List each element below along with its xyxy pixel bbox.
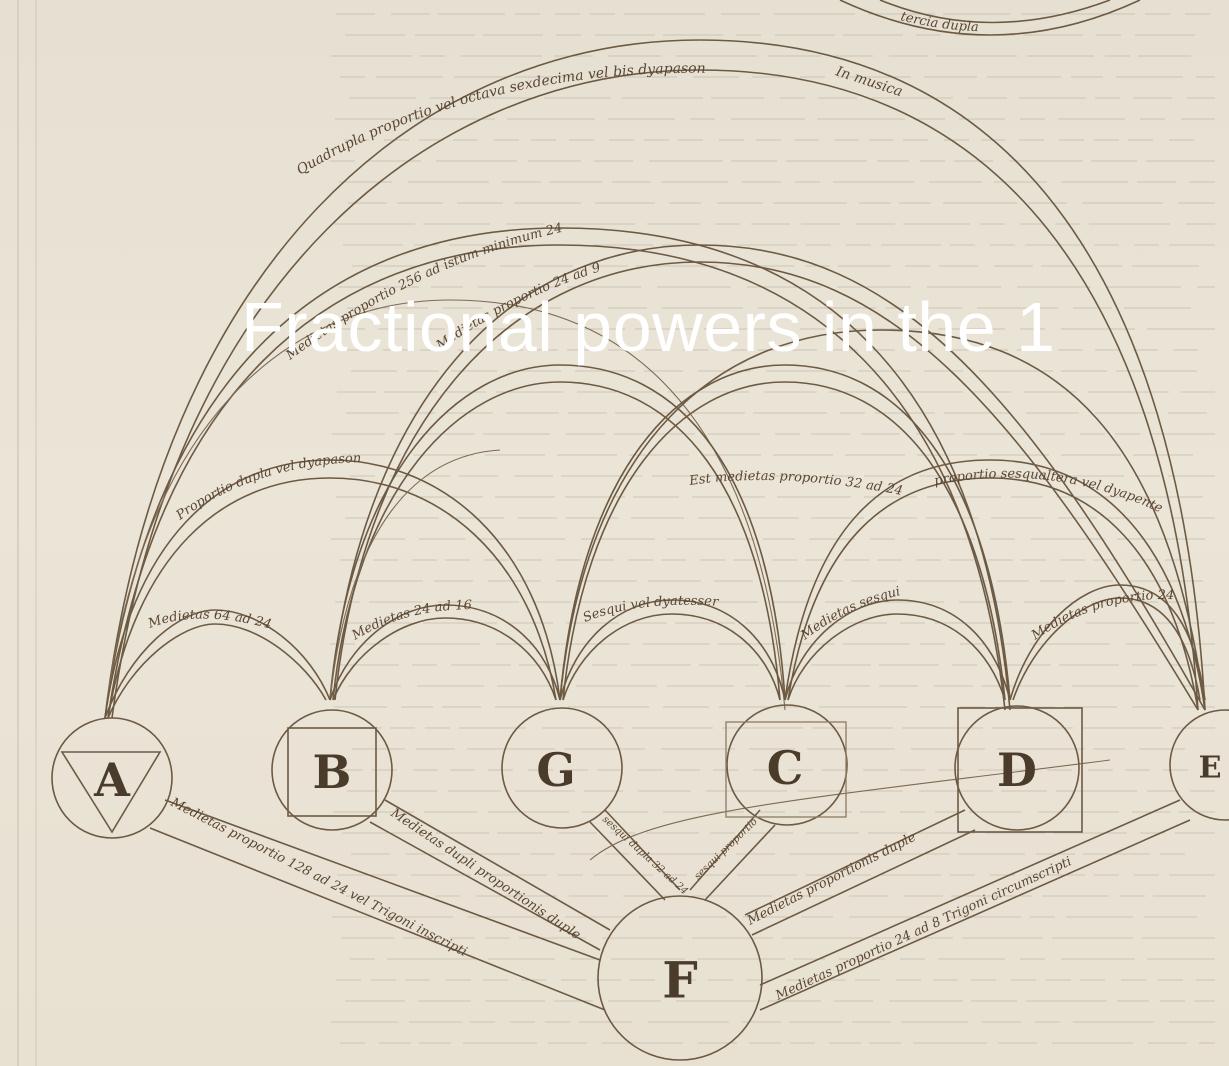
node-letter: C [767, 741, 804, 795]
node-c: C [725, 704, 848, 826]
arc-d-e-small [1009, 584, 1206, 701]
arc-b-c-inner [332, 381, 781, 701]
arc-b-e [329, 244, 1206, 711]
node-letter: B [313, 745, 352, 799]
arc-a-b-small [104, 609, 331, 719]
arc-a-b-small-inner [107, 623, 327, 719]
top-arc [839, 0, 1141, 36]
band-label-e-f: Medietas proportio 24 ad 8 Trigoni circu… [772, 854, 1074, 1004]
arc-b-c [329, 364, 786, 701]
arc-a-g-inner [107, 477, 557, 719]
arc-outer-inner [111, 69, 1199, 719]
node-letter: D [997, 743, 1037, 797]
band-g-f [589, 821, 666, 901]
band-b-f [384, 799, 611, 931]
band-c-f [689, 809, 761, 891]
node-d: D [954, 705, 1083, 833]
square-frame [287, 727, 377, 817]
band-d-f [751, 829, 976, 936]
arc-label-outer-note: In musica [833, 63, 905, 100]
node-b: B [271, 709, 393, 831]
arc-d-e-small-inner [1012, 597, 1201, 701]
arc-label-top-right: tercia dupla [899, 9, 979, 35]
arc-g-c-small [559, 599, 786, 701]
top-arc [879, 0, 1111, 24]
square-frame [725, 721, 847, 818]
arc-g-c-small-inner [562, 613, 781, 701]
node-circle [954, 705, 1080, 831]
node-e: E [1169, 709, 1229, 821]
node-letter: G [536, 743, 575, 797]
arc-a-d [104, 227, 1011, 719]
node-letter: E [1199, 751, 1222, 786]
node-f: F [597, 895, 763, 1061]
arc-c-e [784, 459, 1206, 711]
band-label-g-f: sesqui dupla 32 ad 24 [600, 814, 690, 897]
arc-a-d-inner [107, 244, 1006, 719]
arc-c-d-small [784, 599, 1011, 701]
band-c-f [704, 824, 776, 901]
band-label-a-f: Medietas proportio 128 ad 24 vel Trigoni… [167, 795, 469, 960]
arc-label-ab-small: Medietas 64 ad 24 [145, 607, 273, 632]
arc-g-d-inner [562, 381, 1006, 701]
arc-fragment [329, 449, 501, 701]
square-frame [957, 707, 1083, 833]
arc-b-e-inner [334, 261, 1199, 711]
band-label-c-f: sesqui proportio [692, 816, 759, 882]
arc-c-d-small-inner [787, 613, 1006, 701]
arc-c-e-inner [787, 477, 1199, 711]
arc-label-mid-3: Est medietas proportio 32 ad 24 [687, 469, 904, 499]
arc-g-d [559, 364, 1011, 701]
node-circle [597, 895, 763, 1061]
arc-label-bg-small: Medietas 24 ad 16 [349, 598, 472, 644]
band-d-f [744, 809, 966, 916]
node-circle [726, 704, 848, 826]
band-b-f [369, 821, 601, 951]
node-circle [51, 717, 173, 839]
node-letter: A [93, 753, 131, 807]
arc-b-g-small-inner [332, 617, 557, 701]
node-g: G [501, 707, 623, 829]
band-e-f [759, 819, 1191, 1011]
node-circle [501, 707, 623, 829]
arc-a-c [104, 299, 786, 719]
node-circle [271, 709, 393, 831]
triangle-frame [60, 751, 162, 834]
node-a: A [51, 717, 173, 839]
guide-arc [589, 759, 1111, 861]
band-g-f [604, 809, 681, 891]
arc-b-g-small [329, 604, 561, 701]
band-a-f [149, 827, 606, 1011]
slide-title: Fractional powers in the 1 [241, 288, 1056, 366]
arc-g-e [559, 329, 1206, 711]
node-letter: F [662, 951, 698, 1010]
band-e-f [759, 799, 1181, 986]
arc-a-g [104, 459, 561, 719]
band-label-d-f: Medietas proportionis duple [744, 830, 919, 929]
arc-outer [104, 39, 1206, 719]
node-circle [1169, 709, 1229, 821]
band-a-f [164, 799, 601, 961]
